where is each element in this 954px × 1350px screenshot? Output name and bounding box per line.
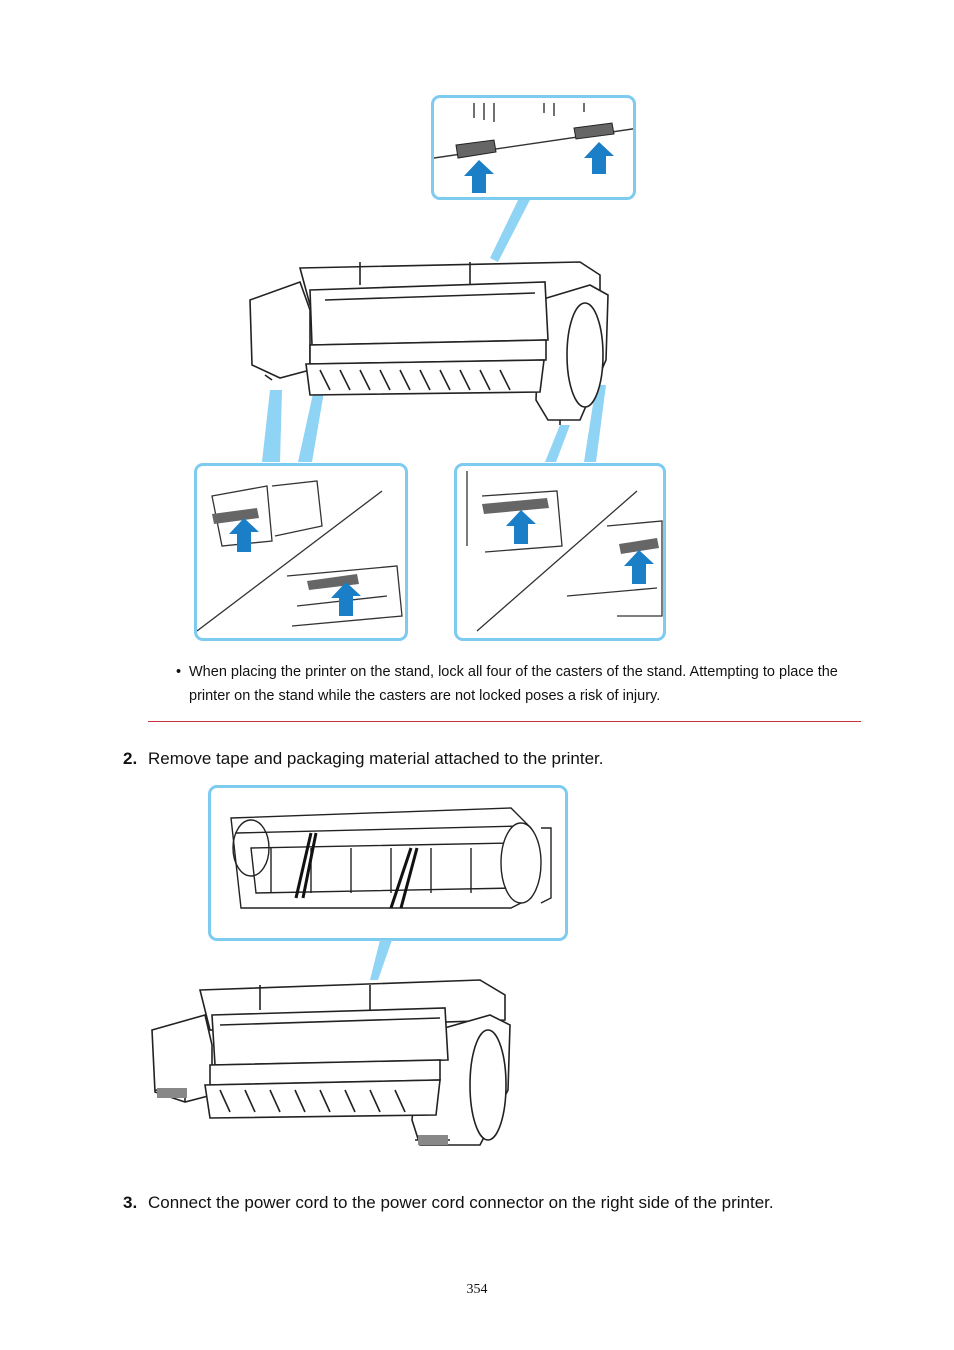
leader-beam-mid [370,940,392,980]
stand-foot [418,1135,448,1145]
callout-upper-locks [431,95,636,200]
step-text: Remove tape and packaging material attac… [148,748,604,770]
arrow-up-icon [229,518,259,552]
leader-beam-right-a [545,425,570,462]
step-text: Connect the power cord to the power cord… [148,1192,774,1214]
arrow-up-icon [506,510,536,544]
callout-lower-right-lock [454,463,666,641]
caution-text: When placing the printer on the stand, l… [189,660,849,708]
callout-upper-svg [434,98,636,200]
leader-beam-top [490,196,532,262]
arrow-up-icon [624,550,654,584]
arrow-up-icon [584,142,614,174]
bullet-icon: • [176,660,181,684]
printer-on-stand [250,262,608,425]
callout-lower-right-svg [457,466,666,641]
step-number: 3. [123,1192,137,1214]
stand-foot [157,1088,187,1098]
arrow-up-icon [464,160,494,193]
leader-beam-left-a [262,390,282,462]
page-number: 354 [0,1282,954,1298]
callout-lower-left-lock [194,463,408,641]
callout-lower-left-svg [197,466,408,641]
step-number: 2. [123,748,137,770]
section-divider [148,721,861,722]
callout-packaging-tape [208,785,568,941]
printer-full [152,980,510,1145]
callout-packaging-svg [211,788,568,941]
